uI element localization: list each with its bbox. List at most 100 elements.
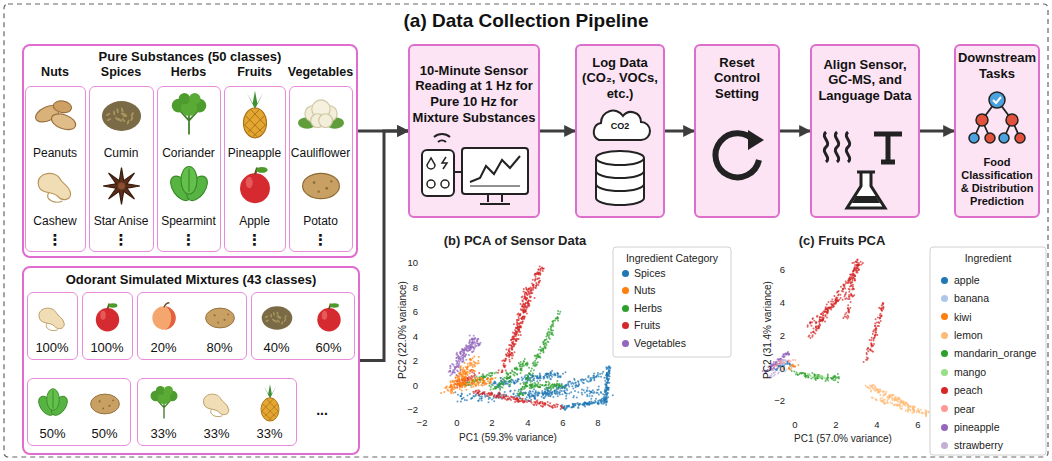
drawing-shape <box>575 386 577 388</box>
drawing-shape <box>468 345 470 347</box>
drawing-shape <box>518 394 520 396</box>
drawing-shape <box>606 374 608 376</box>
drawing-shape <box>534 397 536 399</box>
drawing-shape <box>482 373 484 375</box>
drawing-shape <box>510 390 512 392</box>
drawing-shape <box>507 398 509 400</box>
drawing-shape <box>461 398 463 400</box>
drawing-shape <box>606 375 608 377</box>
drawing-shape <box>579 403 581 405</box>
drawing-shape <box>519 325 521 327</box>
drawing-shape <box>561 384 563 386</box>
drawing-shape <box>449 365 451 367</box>
drawing-shape <box>525 302 527 304</box>
drawing-shape <box>502 378 504 380</box>
drawing-shape <box>547 401 549 403</box>
drawing-shape <box>597 403 599 405</box>
drawing-shape <box>536 358 538 360</box>
drawing-shape <box>524 294 526 296</box>
drawing-shape <box>486 393 488 395</box>
drawing-shape <box>504 391 506 393</box>
drawing-shape <box>489 397 491 399</box>
drawing-shape <box>496 395 498 397</box>
drawing-shape <box>542 270 544 272</box>
drawing-shape <box>557 373 559 375</box>
drawing-shape <box>465 382 467 384</box>
drawing-shape <box>508 380 510 382</box>
drawing-shape <box>547 387 549 389</box>
drawing-shape <box>473 396 475 398</box>
drawing-shape <box>600 399 602 401</box>
drawing-shape <box>537 272 539 274</box>
drawing-shape <box>555 403 557 405</box>
drawing-shape <box>462 358 464 360</box>
drawing-shape <box>514 368 516 370</box>
drawing-shape <box>461 389 463 391</box>
drawing-shape <box>573 406 575 408</box>
drawing-shape <box>452 381 454 383</box>
drawing-shape <box>518 338 520 340</box>
drawing-shape <box>537 353 539 355</box>
drawing-shape <box>524 393 526 395</box>
drawing-shape <box>575 384 577 386</box>
drawing-shape <box>465 389 467 391</box>
drawing-shape <box>556 390 558 392</box>
drawing-shape <box>605 396 607 398</box>
drawing-shape <box>530 292 532 294</box>
drawing-shape <box>533 388 535 390</box>
drawing-shape <box>521 366 523 368</box>
drawing-shape <box>602 371 604 373</box>
drawing-shape <box>588 403 590 405</box>
drawing-shape <box>591 395 593 397</box>
drawing-shape <box>604 399 606 401</box>
drawing-shape <box>464 379 466 381</box>
drawing-shape <box>600 376 602 378</box>
drawing-shape <box>520 368 522 370</box>
drawing-shape <box>554 374 556 376</box>
drawing-shape <box>525 385 527 387</box>
drawing-shape <box>539 357 541 359</box>
drawing-shape <box>540 270 542 272</box>
drawing-shape <box>454 382 456 384</box>
drawing-shape <box>577 407 579 409</box>
drawing-shape <box>557 395 559 397</box>
drawing-shape <box>523 361 525 363</box>
drawing-shape <box>537 356 539 358</box>
drawing-shape <box>582 382 584 384</box>
drawing-shape <box>606 401 608 403</box>
drawing-shape <box>521 392 523 394</box>
drawing-shape <box>459 373 461 375</box>
drawing-shape <box>539 386 541 388</box>
drawing-shape <box>526 313 528 315</box>
drawing-shape <box>511 370 513 372</box>
drawing-shape <box>519 325 521 327</box>
drawing-shape <box>471 386 473 388</box>
drawing-shape <box>605 384 607 386</box>
drawing-shape <box>525 287 527 289</box>
drawing-shape <box>509 380 511 382</box>
drawing-shape <box>460 365 462 367</box>
drawing-shape <box>526 401 528 403</box>
drawing-shape <box>508 381 510 383</box>
drawing-shape <box>461 384 463 386</box>
drawing-shape <box>517 319 519 321</box>
drawing-shape <box>559 376 561 378</box>
drawing-shape <box>535 284 537 286</box>
drawing-shape <box>530 290 532 292</box>
drawing-shape <box>469 370 471 372</box>
drawing-shape <box>475 379 477 381</box>
drawing-shape <box>524 303 526 305</box>
drawing-shape <box>546 375 548 377</box>
drawing-shape <box>544 346 546 348</box>
drawing-shape <box>488 374 490 376</box>
drawing-shape <box>449 367 451 369</box>
drawing-shape <box>486 378 488 380</box>
drawing-shape <box>470 358 472 360</box>
drawing-shape <box>595 376 597 378</box>
drawing-shape <box>498 397 500 399</box>
drawing-shape <box>537 402 539 404</box>
drawing-shape <box>510 379 512 381</box>
drawing-shape <box>540 350 542 352</box>
drawing-shape <box>520 322 522 324</box>
drawing-shape <box>523 291 525 293</box>
